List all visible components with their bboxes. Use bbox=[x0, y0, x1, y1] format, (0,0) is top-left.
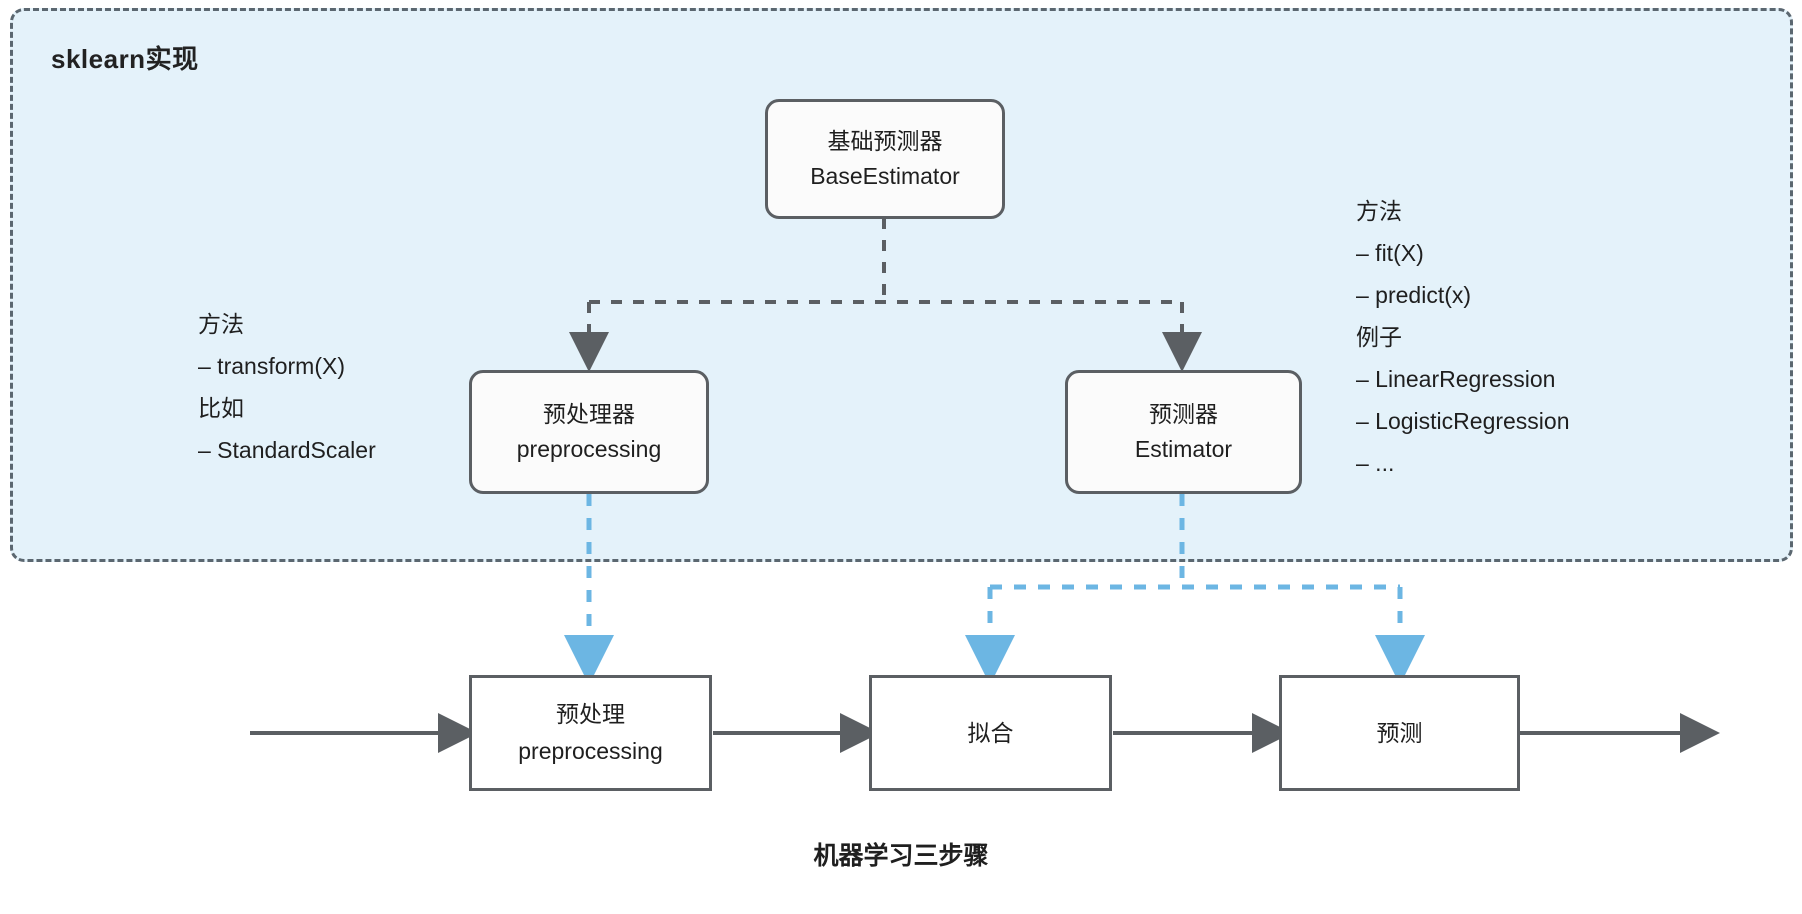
preprocessor-note-line: 方法 bbox=[198, 311, 244, 337]
step-preprocessing[interactable]: 预处理 preprocessing bbox=[469, 675, 712, 791]
node-estimator-cn: 预测器 bbox=[1149, 401, 1218, 427]
preprocessor-note-line: 比如 bbox=[198, 395, 244, 421]
node-base-estimator[interactable]: 基础预测器 BaseEstimator bbox=[765, 99, 1005, 219]
preprocessor-note-line: – transform(X) bbox=[198, 353, 345, 379]
node-preprocessor-cn: 预处理器 bbox=[543, 401, 635, 427]
node-estimator[interactable]: 预测器 Estimator bbox=[1065, 370, 1302, 494]
step-preprocessing-cn: 预处理 bbox=[556, 701, 625, 727]
node-base-estimator-en: BaseEstimator bbox=[810, 163, 960, 189]
step-predict[interactable]: 预测 bbox=[1279, 675, 1520, 791]
preprocessor-note-line: – StandardScaler bbox=[198, 437, 376, 463]
node-estimator-en: Estimator bbox=[1134, 436, 1233, 462]
step-fit[interactable]: 拟合 bbox=[869, 675, 1112, 791]
estimator-note-line: 例子 bbox=[1356, 324, 1402, 350]
step-predict-cn: 预测 bbox=[1376, 719, 1423, 746]
estimator-note-line: – LogisticRegression bbox=[1356, 408, 1570, 434]
node-base-estimator-cn: 基础预测器 bbox=[827, 128, 943, 154]
estimator-note-line: – predict(x) bbox=[1356, 282, 1472, 308]
step-fit-cn: 拟合 bbox=[967, 719, 1014, 746]
preprocessor-notes: 方法 – transform(X) 比如 – StandardScaler bbox=[198, 313, 376, 462]
diagram-caption: 机器学习三步骤 bbox=[813, 842, 989, 870]
estimator-notes: 方法 – fit(X) – predict(x) 例子 – LinearRegr… bbox=[1356, 200, 1570, 475]
estimator-note-line: – ... bbox=[1356, 450, 1395, 476]
estimator-note-line: – fit(X) bbox=[1356, 240, 1424, 266]
estimator-note-line: 方法 bbox=[1356, 198, 1402, 224]
estimator-note-line: – LinearRegression bbox=[1356, 366, 1556, 392]
node-preprocessor-en: preprocessing bbox=[516, 436, 662, 462]
step-preprocessing-en: preprocessing bbox=[518, 738, 663, 764]
panel-title: sklearn实现 bbox=[51, 44, 199, 74]
node-preprocessor[interactable]: 预处理器 preprocessing bbox=[469, 370, 709, 494]
